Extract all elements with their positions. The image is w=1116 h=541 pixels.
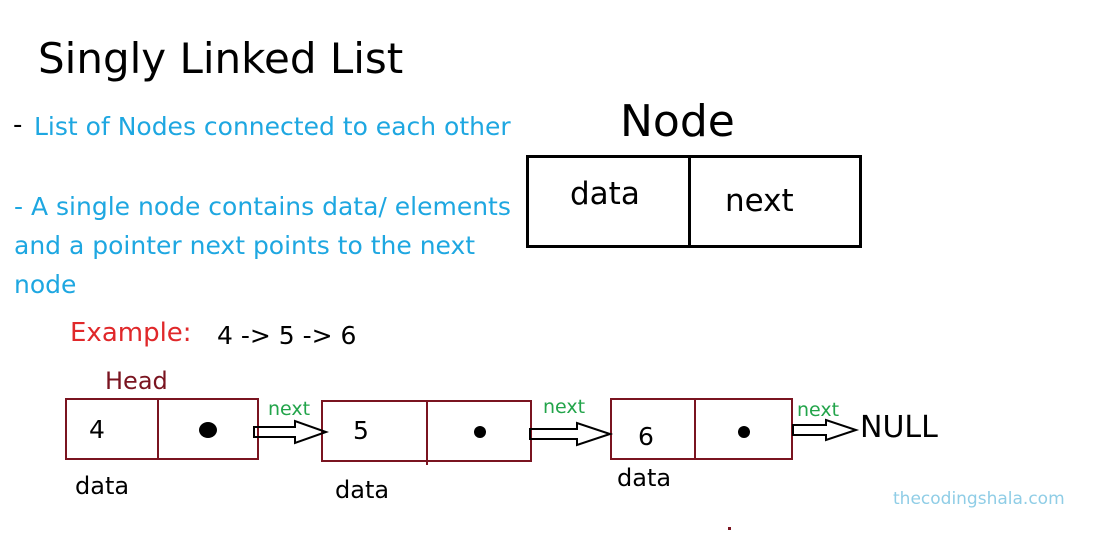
arrow-2-icon	[529, 421, 614, 447]
list-node-3-value: 6	[638, 422, 654, 451]
list-node-3-next-label: next	[797, 399, 840, 421]
head-label: Head	[105, 367, 168, 395]
page-title: Singly Linked List	[38, 34, 404, 83]
node-diagram-box	[526, 155, 862, 248]
watermark: thecodingshala.com	[893, 489, 1065, 509]
list-node-2-next-label: next	[543, 396, 586, 418]
arrow-1-icon	[253, 419, 329, 445]
bullet-line-2b: and a pointer next points to the next	[14, 231, 476, 260]
bullet-line-1: List of Nodes connected to each other	[34, 112, 511, 141]
arrow-3-icon	[792, 418, 860, 442]
list-node-3-data-label: data	[617, 464, 672, 492]
example-sequence: 4 -> 5 -> 6	[217, 321, 357, 350]
node-field-next: next	[725, 183, 794, 219]
list-node-1-data-label: data	[75, 472, 130, 500]
list-node-1	[65, 398, 259, 460]
list-node-3-divider	[694, 398, 696, 460]
list-node-2-data-label: data	[335, 476, 390, 504]
bullet-dash: -	[13, 110, 23, 140]
null-label: NULL	[860, 410, 938, 445]
pointer-dot-1	[199, 422, 217, 438]
node-field-data: data	[570, 176, 640, 212]
stray-mark	[728, 527, 731, 530]
pointer-dot-2	[474, 426, 486, 438]
pointer-dot-3	[738, 426, 750, 438]
list-node-1-divider	[157, 398, 159, 460]
node-diagram-title: Node	[620, 96, 735, 147]
node-diagram-divider	[688, 155, 691, 248]
list-node-2-value: 5	[353, 416, 369, 445]
example-label: Example:	[70, 318, 192, 348]
list-node-1-next-label: next	[268, 398, 311, 420]
list-node-1-value: 4	[89, 415, 105, 444]
bullet-line-2a: - A single node contains data/ elements	[14, 192, 511, 221]
bullet-line-2c: node	[14, 270, 77, 299]
list-node-2-divider	[426, 400, 428, 465]
